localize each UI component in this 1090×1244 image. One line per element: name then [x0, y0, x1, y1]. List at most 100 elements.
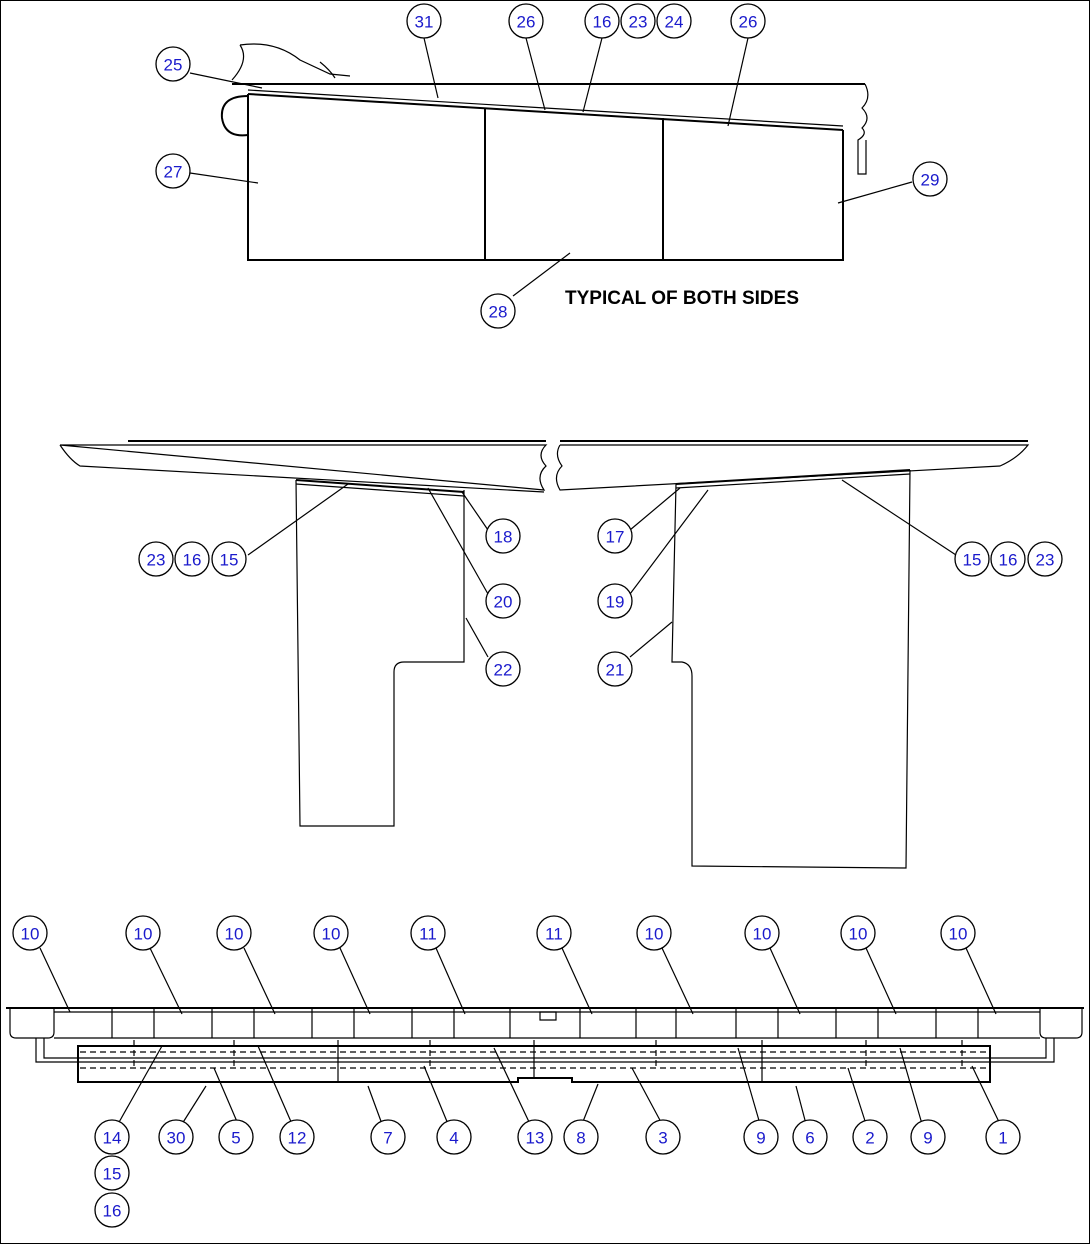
typical-note: TYPICAL OF BOTH SIDES — [565, 288, 799, 309]
callout-circle — [536, 915, 572, 951]
callout-number: 16 — [103, 1202, 122, 1221]
callout-number: 26 — [739, 13, 758, 32]
callout-number: 10 — [645, 925, 664, 944]
callout-number: 10 — [849, 925, 868, 944]
callout-29: 29 — [912, 161, 948, 197]
callout-10: 10 — [840, 915, 876, 951]
callout-number: 22 — [494, 661, 513, 680]
callout-number: 17 — [606, 528, 625, 547]
callout-circle — [912, 161, 948, 197]
callout-circle — [656, 3, 692, 39]
callout-number: 11 — [545, 925, 563, 944]
bottom-view — [6, 947, 1084, 1125]
callout-circle — [313, 915, 349, 951]
callout-number: 11 — [419, 925, 437, 944]
callout-number: 10 — [225, 925, 244, 944]
callout-11: 11 — [410, 915, 446, 951]
callout-number: 29 — [921, 171, 940, 190]
callout-number: 10 — [21, 925, 40, 944]
callout-number: 6 — [805, 1129, 814, 1148]
callout-circle — [985, 1119, 1021, 1155]
callout-number: 23 — [147, 551, 166, 570]
callout-23: 23 — [1027, 541, 1063, 577]
callout-circle — [216, 915, 252, 951]
callout-circle — [563, 1119, 599, 1155]
callout-circle — [155, 153, 191, 189]
callout-circle — [840, 915, 876, 951]
callout-number: 10 — [949, 925, 968, 944]
callout-8: 8 — [563, 1119, 599, 1155]
callout-16: 16 — [174, 541, 210, 577]
callout-number: 10 — [322, 925, 341, 944]
callout-number: 26 — [517, 13, 536, 32]
callout-number: 18 — [494, 528, 513, 547]
callout-circle — [940, 915, 976, 951]
callout-25: 25 — [155, 46, 191, 82]
callout-15: 15 — [954, 541, 990, 577]
callout-number: 24 — [665, 13, 684, 32]
callout-number: 14 — [103, 1129, 122, 1148]
callout-number: 21 — [606, 661, 625, 680]
callout-circle — [158, 1119, 194, 1155]
callout-circle — [406, 3, 442, 39]
callout-circle — [480, 293, 516, 329]
callout-10: 10 — [125, 915, 161, 951]
callout-circle — [620, 3, 656, 39]
callout-5: 5 — [218, 1119, 254, 1155]
callout-10: 10 — [744, 915, 780, 951]
callout-6: 6 — [792, 1119, 828, 1155]
callout-number: 19 — [606, 593, 625, 612]
callout-18: 18 — [485, 518, 521, 554]
callout-10: 10 — [216, 915, 252, 951]
callout-circle — [155, 46, 191, 82]
callout-circle — [730, 3, 766, 39]
callout-17: 17 — [597, 518, 633, 554]
callout-number: 9 — [923, 1129, 932, 1148]
callout-circle — [792, 1119, 828, 1155]
middle-view — [59, 440, 1030, 869]
callout-circle — [436, 1119, 472, 1155]
callout-22: 22 — [485, 651, 521, 687]
callout-number: 7 — [383, 1129, 392, 1148]
callout-circle — [990, 541, 1026, 577]
callout-number: 4 — [449, 1129, 458, 1148]
callout-circle — [410, 915, 446, 951]
callout-number: 8 — [576, 1129, 585, 1148]
callout-10: 10 — [636, 915, 672, 951]
callout-circle — [370, 1119, 406, 1155]
callout-number: 1 — [998, 1129, 1007, 1148]
top-view: TYPICAL OF BOTH SIDES — [189, 37, 913, 309]
callout-9: 9 — [743, 1119, 779, 1155]
callout-number: 3 — [658, 1129, 667, 1148]
callout-15: 15 — [94, 1155, 130, 1191]
callout-26: 26 — [730, 3, 766, 39]
callout-circle — [744, 915, 780, 951]
callout-circle — [636, 915, 672, 951]
callout-number: 10 — [134, 925, 153, 944]
callout-number: 20 — [494, 593, 513, 612]
callout-27: 27 — [155, 153, 191, 189]
callout-circle — [138, 541, 174, 577]
callout-circle — [211, 541, 247, 577]
callout-circle — [94, 1192, 130, 1228]
callout-14: 14 — [94, 1119, 130, 1155]
callout-circle — [597, 583, 633, 619]
callout-number: 2 — [865, 1129, 874, 1148]
callout-circle — [954, 541, 990, 577]
callout-30: 30 — [158, 1119, 194, 1155]
callout-circle — [597, 518, 633, 554]
callout-number: 13 — [526, 1129, 545, 1148]
callout-23: 23 — [620, 3, 656, 39]
callout-13: 13 — [517, 1119, 553, 1155]
callout-10: 10 — [12, 915, 48, 951]
callout-3: 3 — [645, 1119, 681, 1155]
callout-circle — [94, 1119, 130, 1155]
callout-7: 7 — [370, 1119, 406, 1155]
callout-number: 5 — [231, 1129, 240, 1148]
callout-number: 30 — [167, 1129, 186, 1148]
callout-number: 12 — [288, 1129, 307, 1148]
callout-circle — [218, 1119, 254, 1155]
callout-number: 25 — [164, 56, 183, 75]
